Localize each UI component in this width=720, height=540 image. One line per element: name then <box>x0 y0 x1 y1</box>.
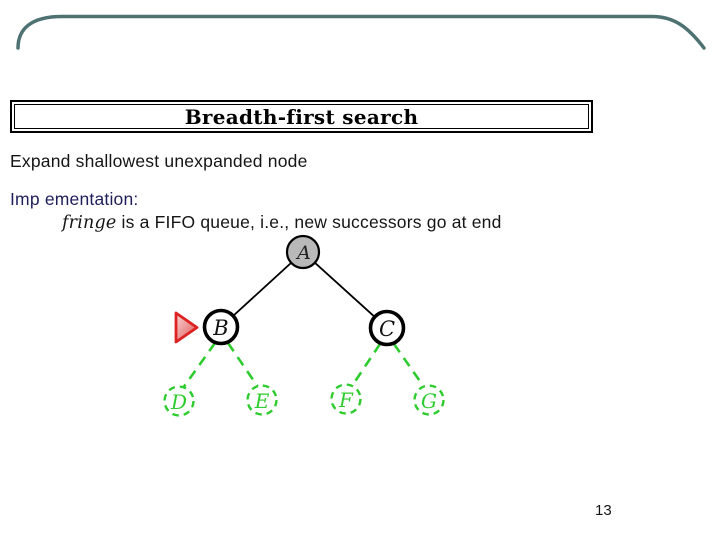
title-box-inner-border: Breadth-first search <box>14 104 589 129</box>
top-border-decoration <box>16 14 706 50</box>
edge-c-f <box>350 343 382 387</box>
edge-b-d <box>181 342 217 389</box>
node-d-circle <box>163 385 195 417</box>
node-a-circle <box>285 234 321 270</box>
top-border-curve <box>16 14 706 50</box>
node-b-circle <box>202 308 240 346</box>
body-line-expand: Expand shallowest unexpanded node <box>10 151 308 171</box>
node-c-label: C <box>379 317 395 341</box>
title-box: Breadth-first search <box>10 100 593 133</box>
node-c-circle <box>368 309 406 347</box>
current-node-pointer-icon <box>174 311 199 344</box>
page-number: 13 <box>595 502 612 519</box>
fringe-word: fringe <box>62 213 117 233</box>
implementation-label: Imp ementation: <box>10 189 139 209</box>
node-f-circle <box>330 383 362 415</box>
node-b-label: B <box>212 316 228 340</box>
node-f-label: F <box>338 388 354 412</box>
node-g-circle <box>413 384 445 416</box>
node-e-label: E <box>254 389 270 413</box>
node-g-label: G <box>421 389 437 413</box>
page-title: Breadth-first search <box>184 104 419 129</box>
edge-b-e <box>226 342 260 388</box>
edge-c-g <box>392 343 426 388</box>
node-e-circle <box>246 384 278 416</box>
edge-a-b <box>220 251 304 328</box>
fringe-line-rest: is a FIFO queue, i.e., new successors go… <box>116 212 502 232</box>
node-d-label: D <box>170 390 187 414</box>
fringe-line: fringe is a FIFO queue, i.e., new succes… <box>62 212 502 233</box>
node-a-label: A <box>295 242 311 264</box>
edge-a-c <box>302 251 388 329</box>
